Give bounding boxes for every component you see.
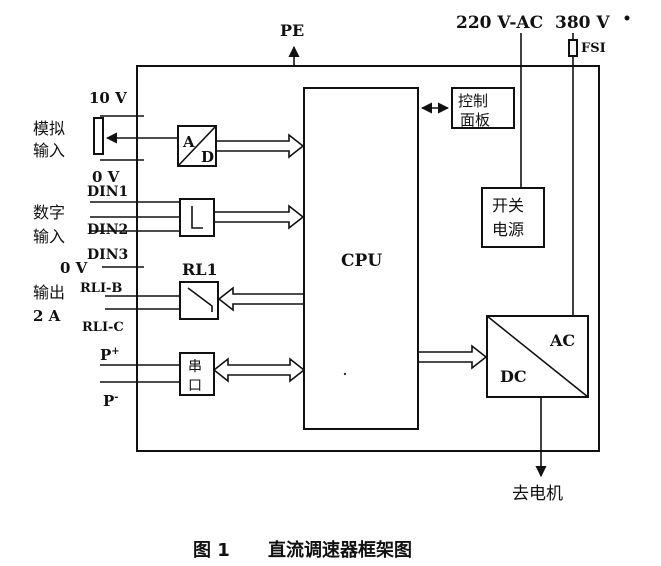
digital-label-2: 输入 [33,227,65,246]
output-label-1: 输出 [33,283,65,302]
din2-label: DIN2 [87,222,128,238]
digital-input-section: DIN1 数字 输入 DIN2 DIN3 [33,184,215,263]
psu-label-1: 开关 [492,196,524,215]
din1-label: DIN1 [87,184,128,200]
rl1-label: RL1 [182,260,218,279]
serial-port-section: P+ P- 串 口 [100,346,215,410]
cpu-block: CPU [303,87,419,430]
digital-input-block [179,198,215,237]
relay-block [179,281,219,320]
din3-label: DIN3 [87,247,128,263]
motor-label: 去电机 [512,484,563,504]
rl1b-label: RLI-B [80,281,122,296]
pe-label: PE [280,21,304,40]
p-plus-label: P+ [100,346,120,364]
ad-a-label: A [182,133,195,151]
out-0v-label: 0 V [60,259,88,277]
power-supply-block: 开关 电源 [481,187,545,248]
analog-input-section: 模拟 输入 10 V 0 V [33,89,178,186]
rl1c-label: RLI-C [82,320,124,335]
dc-label: DC [500,367,527,386]
pe-terminal: PE [280,21,304,66]
ad-d-label: D [201,148,214,166]
v10-label: 10 V [89,89,127,107]
potentiometer-icon [93,117,104,155]
psu-label-2: 电源 [492,220,524,239]
digital-label-1: 数字 [33,203,65,222]
caption-number: 图 1 [193,540,230,561]
fuse-icon [568,39,578,57]
ac220-label: 220 V-AC [456,13,543,33]
ad-converter: A D [177,125,217,167]
fsi-label: FSI [581,41,606,56]
dot-mark [343,372,347,376]
ac380-label: 380 V [555,13,610,33]
serial-label-2: 口 [188,378,202,394]
relay-output-section: 0 V 输出 2 A RLI-B RLI-C RL1 [33,259,219,335]
panel-label-2: 面板 [460,111,490,129]
v0-analog-label: 0 V [92,168,120,186]
output-label-2: 2 A [33,307,61,325]
analog-label-2: 输入 [33,141,65,160]
control-panel-block: 控制 面板 [420,87,515,129]
panel-label-1: 控制 [458,92,488,110]
motor-output: 去电机 [512,397,563,504]
serial-label-1: 串 [188,359,202,375]
serial-port-block [179,352,215,396]
p-minus-label: P- [103,392,118,410]
figure-caption: 图 1 直流调速器框架图 [193,539,412,561]
ac380-supply: 380 V FSI [555,13,630,316]
bus-arrows [212,133,488,383]
analog-label-1: 模拟 [33,119,65,138]
caption-title: 直流调速器框架图 [268,539,412,561]
ac220-supply: 220 V-AC [456,13,543,188]
cpu-label: CPU [341,251,382,271]
dot-marker [624,15,630,21]
dc-ac-converter: DC AC [486,315,589,398]
ac-label: AC [549,331,575,350]
